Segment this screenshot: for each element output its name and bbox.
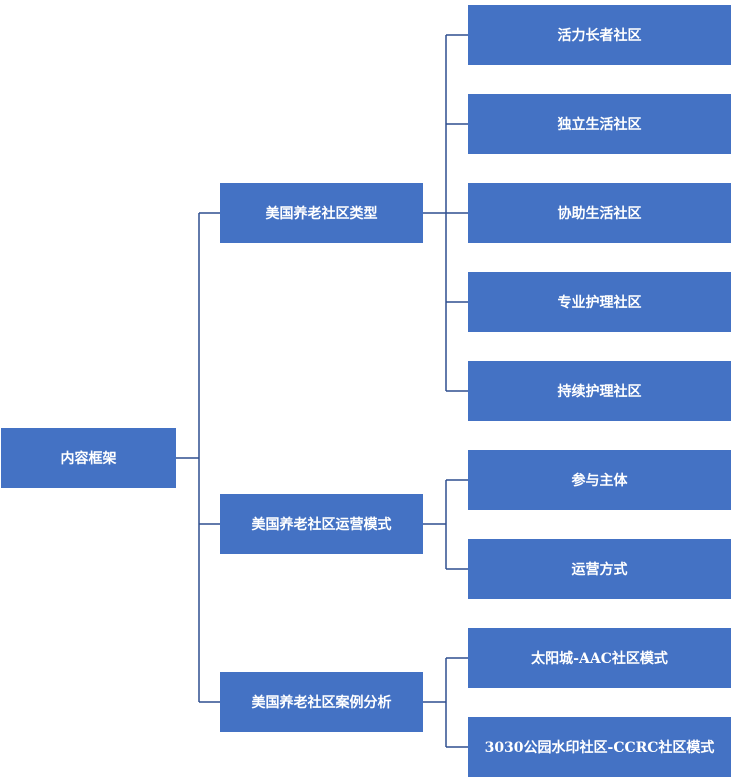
leaf-node: 太阳城-AAC社区模式 xyxy=(468,628,731,688)
leaf-node: 运营方式 xyxy=(468,539,731,599)
leaf-node-label: 运营方式 xyxy=(571,562,628,578)
branch-node-operations: 美国养老社区运营模式 xyxy=(220,494,423,554)
branch-node-label: 美国养老社区运营模式 xyxy=(251,517,392,533)
branch-node-label: 美国养老社区类型 xyxy=(265,206,378,222)
leaf-node: 参与主体 xyxy=(468,450,731,510)
leaf-node-label: 太阳城-AAC社区模式 xyxy=(531,651,668,667)
leaf-node-label: 协助生活社区 xyxy=(557,206,642,222)
root-node-label: 内容框架 xyxy=(60,451,117,467)
leaf-node: 独立生活社区 xyxy=(468,94,731,154)
leaf-node: 3030公园水印社区-CCRC社区模式 xyxy=(468,717,731,777)
leaf-node-label: 活力长者社区 xyxy=(557,28,642,44)
leaf-node-label: 持续护理社区 xyxy=(557,384,642,400)
branch-node-cases: 美国养老社区案例分析 xyxy=(220,672,423,732)
branch-node-label: 美国养老社区案例分析 xyxy=(251,695,392,711)
leaf-node-label: 3030公园水印社区-CCRC社区模式 xyxy=(484,740,715,756)
leaf-node-label: 参与主体 xyxy=(571,473,628,489)
leaf-node: 专业护理社区 xyxy=(468,272,731,332)
root-node: 内容框架 xyxy=(1,428,176,488)
leaf-node-label: 独立生活社区 xyxy=(557,117,642,133)
leaf-node: 协助生活社区 xyxy=(468,183,731,243)
leaf-node: 活力长者社区 xyxy=(468,5,731,65)
leaf-node: 持续护理社区 xyxy=(468,361,731,421)
branch-node-types: 美国养老社区类型 xyxy=(220,183,423,243)
leaf-node-label: 专业护理社区 xyxy=(557,295,642,311)
